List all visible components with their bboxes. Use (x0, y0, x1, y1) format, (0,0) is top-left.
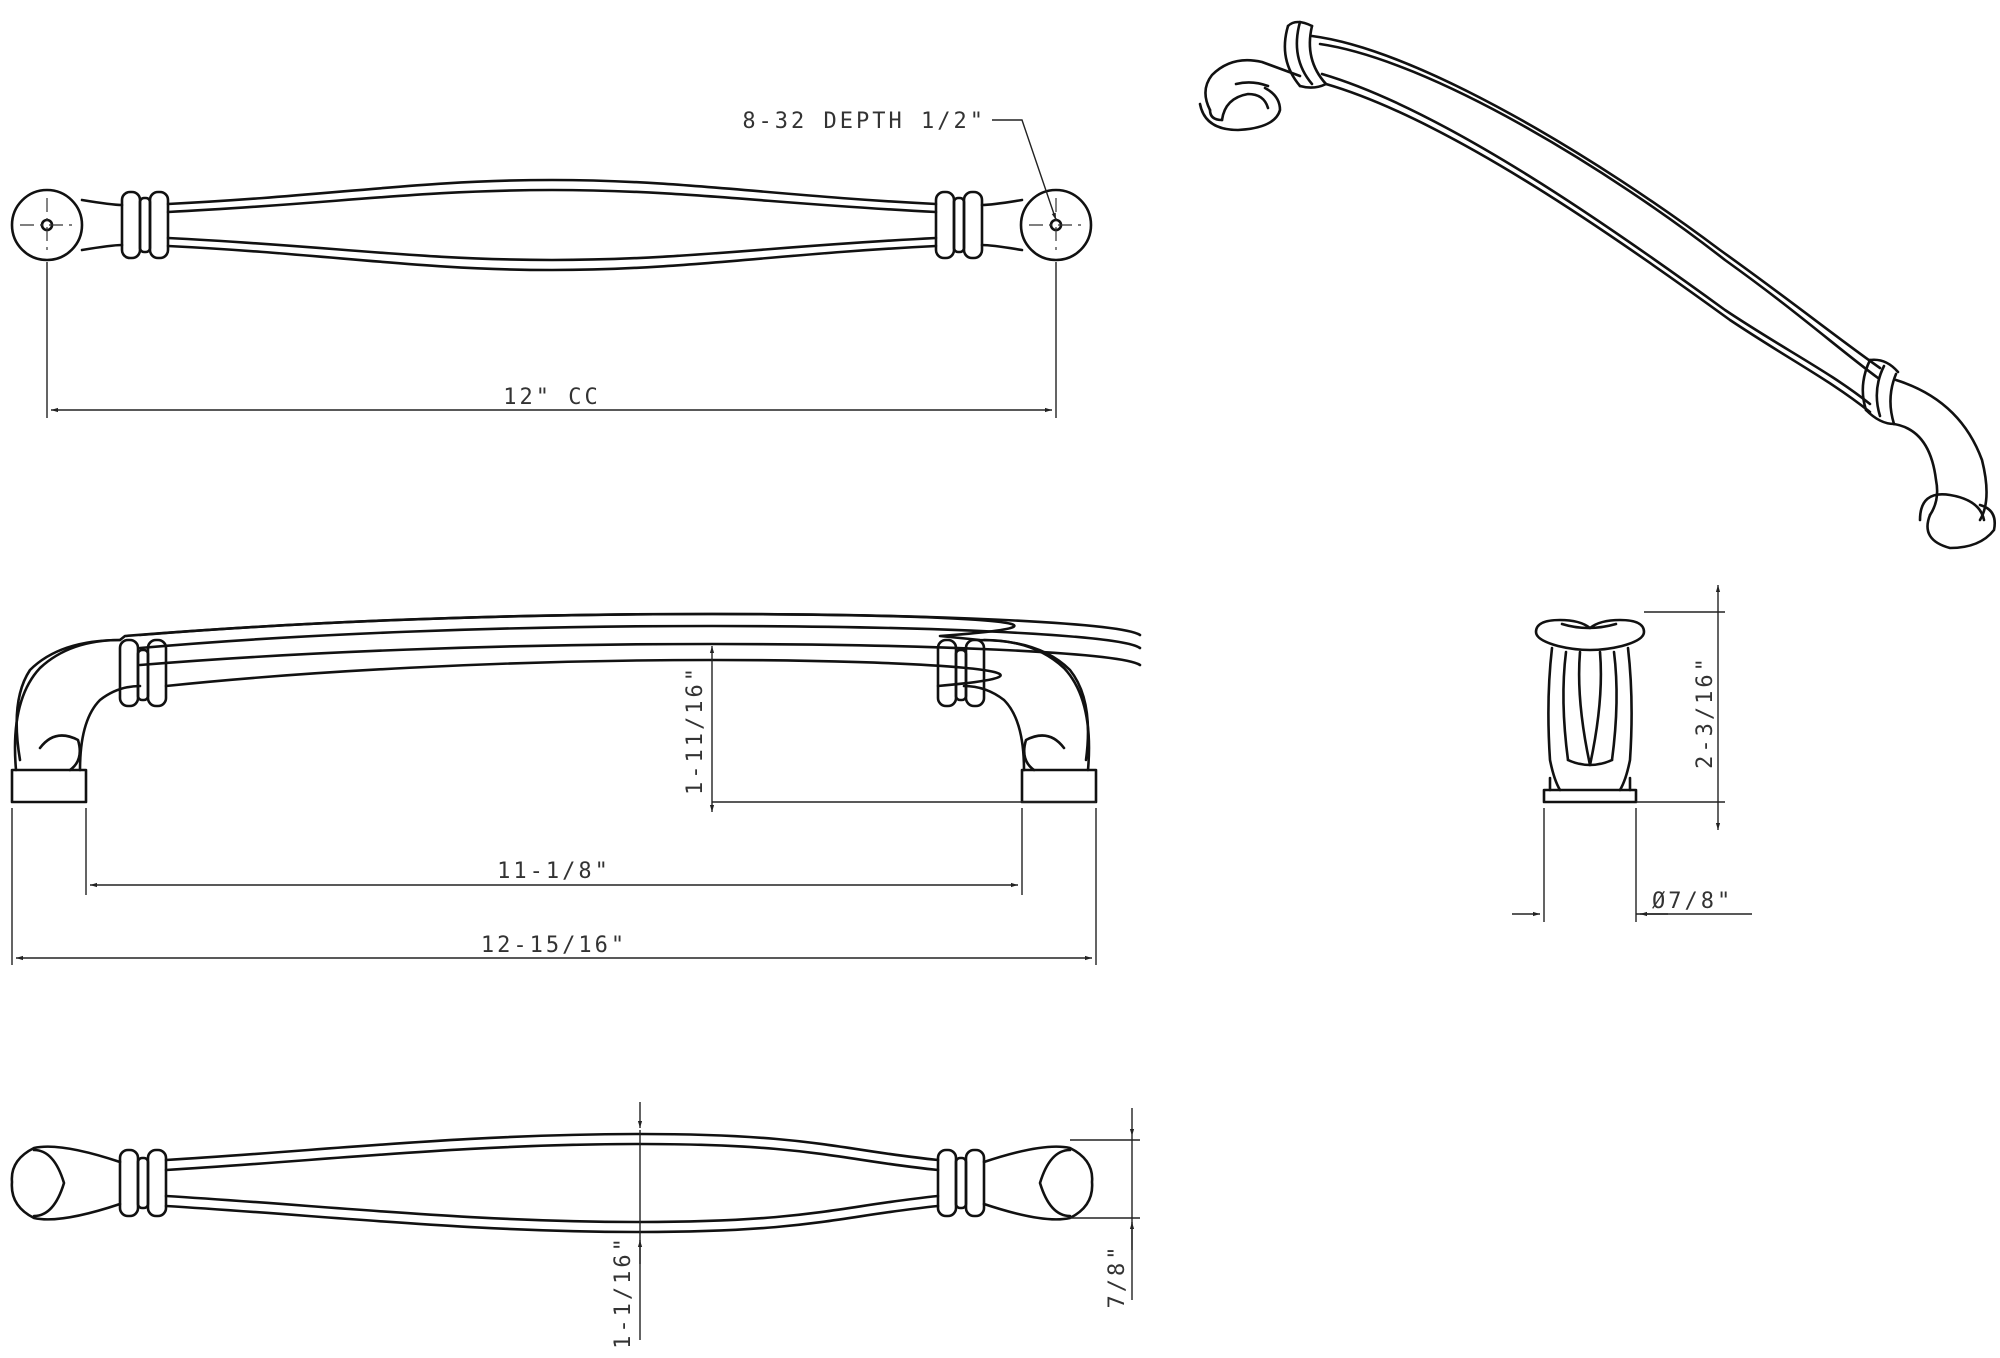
inner-length-label: 11-1/8" (497, 859, 611, 884)
thread-note-label: 8-32 DEPTH 1/2" (742, 109, 986, 134)
foot-width-label: 7/8" (1105, 1244, 1130, 1309)
base-diameter-label: Ø7/8" (1652, 889, 1733, 914)
top-view: 12" CC 8-32 DEPTH 1/2" (10, 109, 1093, 418)
isometric-view (1198, 20, 1996, 550)
height-dimension-label: 2-3/16" (1693, 655, 1718, 769)
side-view: 2-3/16" Ø7/8" (1512, 585, 1752, 922)
projection-dimension-label: 1-11/16" (683, 665, 708, 795)
overall-length-label: 12-15/16" (481, 933, 627, 958)
front-view: 1-11/16" 11-1/8" 12-15/16" (10, 612, 1142, 965)
bottom-view: 1-1/16" 7/8" (10, 1102, 1140, 1349)
cc-dimension-label: 12" CC (503, 385, 600, 410)
max-width-label: 1-1/16" (611, 1235, 636, 1349)
